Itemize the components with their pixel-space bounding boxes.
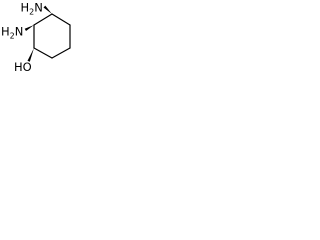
wedge-bond-oh xyxy=(27,48,34,62)
ring-bonds xyxy=(33,13,71,59)
hydroxyl-label: HO xyxy=(14,60,32,74)
amine-label-top: H2N xyxy=(21,1,43,17)
wedge-bond-nh2-mid xyxy=(24,25,34,31)
amine-middle-h: H xyxy=(1,25,10,39)
amine-label-middle: H2N xyxy=(1,25,23,41)
bond-c5-c6 xyxy=(51,13,71,26)
bond-c3-c4 xyxy=(51,47,71,59)
bond-c2-c3 xyxy=(33,47,53,59)
bond-c6-c1 xyxy=(33,13,53,26)
amine-top-n: N xyxy=(34,1,43,15)
amine-top-subscript: 2 xyxy=(29,8,34,17)
molecule-diagram: H2N H2N HO xyxy=(1,1,71,74)
stereo-bonds xyxy=(24,5,52,62)
amine-middle-subscript: 2 xyxy=(10,32,15,41)
amine-top-h: H xyxy=(21,1,30,15)
wedge-bond-nh2-top xyxy=(43,5,52,14)
amine-middle-n: N xyxy=(15,25,24,39)
